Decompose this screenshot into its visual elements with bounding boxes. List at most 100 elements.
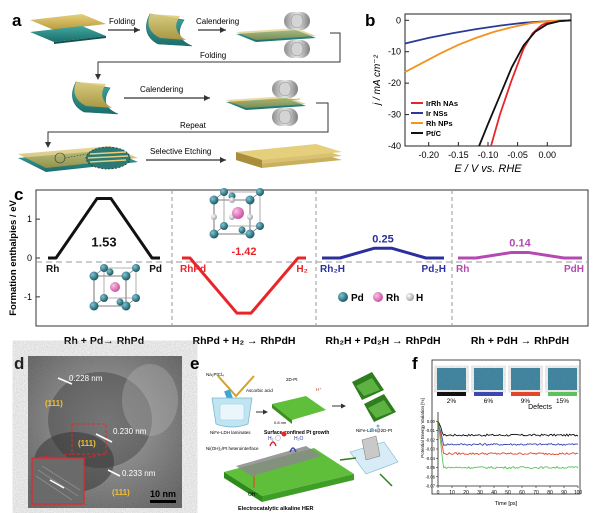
legend-h-label: H bbox=[416, 293, 423, 304]
flat-sheets-illustration bbox=[30, 14, 106, 44]
series-line-rh-nps bbox=[404, 19, 572, 73]
y-tick-label: -30 bbox=[388, 110, 401, 120]
product-label-3: Pd₂H bbox=[422, 264, 446, 275]
chart-f-xlabel: Time [ps] bbox=[495, 501, 518, 507]
y-tick-label: -40 bbox=[388, 141, 401, 151]
x-tick-label: 20 bbox=[463, 490, 469, 496]
legend-bar bbox=[511, 392, 540, 396]
label-folding: Folding bbox=[109, 17, 135, 26]
precursor-label: Na₂PtCl₄ bbox=[206, 372, 224, 377]
x-tick-label: 100 bbox=[574, 490, 583, 496]
x-tick-label: 50 bbox=[505, 490, 511, 496]
x-tick-label: 60 bbox=[519, 490, 525, 496]
scale-bar-label: 10 nm bbox=[150, 489, 176, 499]
her-label: Electrocatalytic alkaline HER bbox=[238, 506, 314, 512]
label-folding-2: Folding bbox=[200, 51, 226, 60]
atom-legend: Pd Rh H bbox=[338, 292, 423, 304]
multilayer-stack-illustration bbox=[18, 146, 138, 172]
thickness-label: 0.8 nm bbox=[274, 420, 287, 425]
facet-3: (111) bbox=[112, 488, 130, 497]
series-line-irrh-nas bbox=[490, 19, 572, 147]
facet-1: (111) bbox=[45, 399, 63, 408]
y-tick-label: -1 bbox=[24, 292, 32, 302]
chart-c-axis: 10-1 bbox=[24, 214, 40, 302]
enthalpy-value-2: -1.42 bbox=[231, 246, 256, 258]
her-scene-illustration bbox=[224, 431, 354, 502]
y-tick-label: -0.01 bbox=[425, 428, 435, 433]
chart-b-ylabel: j / mA cm⁻² bbox=[372, 54, 383, 107]
legend-bar bbox=[548, 392, 577, 396]
legend-label: Pt/C bbox=[426, 129, 442, 138]
rhpd-crystal-illustration bbox=[89, 264, 140, 311]
series-line-defect-15pct bbox=[437, 421, 579, 470]
legend-label: Rh NPs bbox=[426, 119, 453, 128]
arrow-repeat bbox=[47, 102, 329, 144]
legend-rh-atom bbox=[373, 292, 383, 302]
x-tick-label: 10 bbox=[449, 490, 455, 496]
legend-pd-atom bbox=[338, 292, 348, 302]
x-tick-label: 0.00 bbox=[539, 150, 557, 160]
roller-2-illustration bbox=[226, 80, 306, 126]
folded-sheet-2-illustration bbox=[72, 81, 119, 115]
y-tick-label: -0.04 bbox=[425, 456, 435, 461]
label-calendering: Calendering bbox=[196, 17, 239, 26]
panel-e: e Na₂PtCl₄ Ascorbic acid NiFe-LDH lamina… bbox=[190, 354, 399, 512]
x-tick-label: 70 bbox=[533, 490, 539, 496]
panel-d: d 0.228 nm (111) 0.230 nm (111) 0.233 nm… bbox=[14, 354, 182, 508]
arrow-folding-return bbox=[97, 32, 341, 76]
legend-rh-label: Rh bbox=[386, 293, 399, 304]
y-tick-label: 0 bbox=[396, 15, 401, 25]
nife-ldh-pt-illustration bbox=[352, 372, 396, 422]
d-spacing-1: 0.228 nm bbox=[69, 374, 103, 383]
chart-f-series bbox=[437, 421, 579, 470]
legend-label: Ir NSs bbox=[426, 109, 448, 118]
panel-b-label: b bbox=[365, 11, 375, 30]
h2o-label: H₂O bbox=[294, 436, 304, 442]
reaction-path-2 bbox=[182, 256, 306, 315]
y-tick-label: -10 bbox=[388, 47, 401, 57]
electrolyzer-illustration bbox=[339, 424, 399, 487]
reactant-label-3: Rh₂H bbox=[320, 264, 345, 275]
x-tick-label: -0.15 bbox=[448, 150, 469, 160]
roller-illustration bbox=[236, 12, 316, 58]
spacing-marker-1 bbox=[57, 377, 73, 385]
product-label-2: H₂ bbox=[296, 264, 308, 275]
product-label-1: Pd bbox=[149, 264, 162, 275]
y-tick-label: -20 bbox=[388, 78, 401, 88]
reaction-path-3 bbox=[322, 246, 444, 260]
reaction-equation-1: Rh + Pd→ RhPd bbox=[64, 335, 144, 347]
enthalpy-value-1: 1.53 bbox=[91, 235, 116, 250]
product-label-4: PdH bbox=[564, 264, 584, 275]
spacing-marker-3 bbox=[107, 469, 121, 477]
h2-label: H₂ bbox=[268, 436, 274, 442]
legend-label: 6% bbox=[484, 398, 494, 405]
tag-h-plus: H⁺ bbox=[316, 387, 322, 392]
panel-c-label: c bbox=[14, 185, 23, 204]
nife-ldh-sheet-illustration: 2D-Pt H⁺ 0.8 nm bbox=[272, 377, 326, 425]
panel-d-label: d bbox=[14, 354, 24, 373]
d-spacing-3: 0.233 nm bbox=[122, 469, 156, 478]
label-calendering-2: Calendering bbox=[140, 85, 183, 94]
label-etching: Selective Etching bbox=[150, 147, 211, 156]
acid-label: Ascorbic acid bbox=[246, 388, 273, 393]
x-tick-label: -0.20 bbox=[418, 150, 439, 160]
growth-label: Surface-confined Pt growth bbox=[264, 430, 329, 436]
tag-2d-pt: 2D-Pt bbox=[286, 377, 298, 382]
scale-bar bbox=[150, 500, 176, 503]
reaction-equation-4: Rh + PdH → RhPdH bbox=[471, 335, 569, 347]
y-tick-label: -0.05 bbox=[425, 465, 435, 470]
series-line-defect-2pct bbox=[437, 421, 579, 437]
legend-label: 2% bbox=[447, 398, 457, 405]
label-repeat: Repeat bbox=[180, 121, 207, 130]
enthalpy-value-4: 0.14 bbox=[509, 238, 531, 250]
spacing-marker-2 bbox=[95, 433, 113, 443]
x-tick-label: 40 bbox=[491, 490, 497, 496]
reaction-equation-3: Rh₂H + Pd₂H → RhPdH bbox=[325, 335, 440, 347]
enthalpy-value-3: 0.25 bbox=[372, 233, 393, 245]
defects-title: Defects bbox=[528, 404, 552, 411]
